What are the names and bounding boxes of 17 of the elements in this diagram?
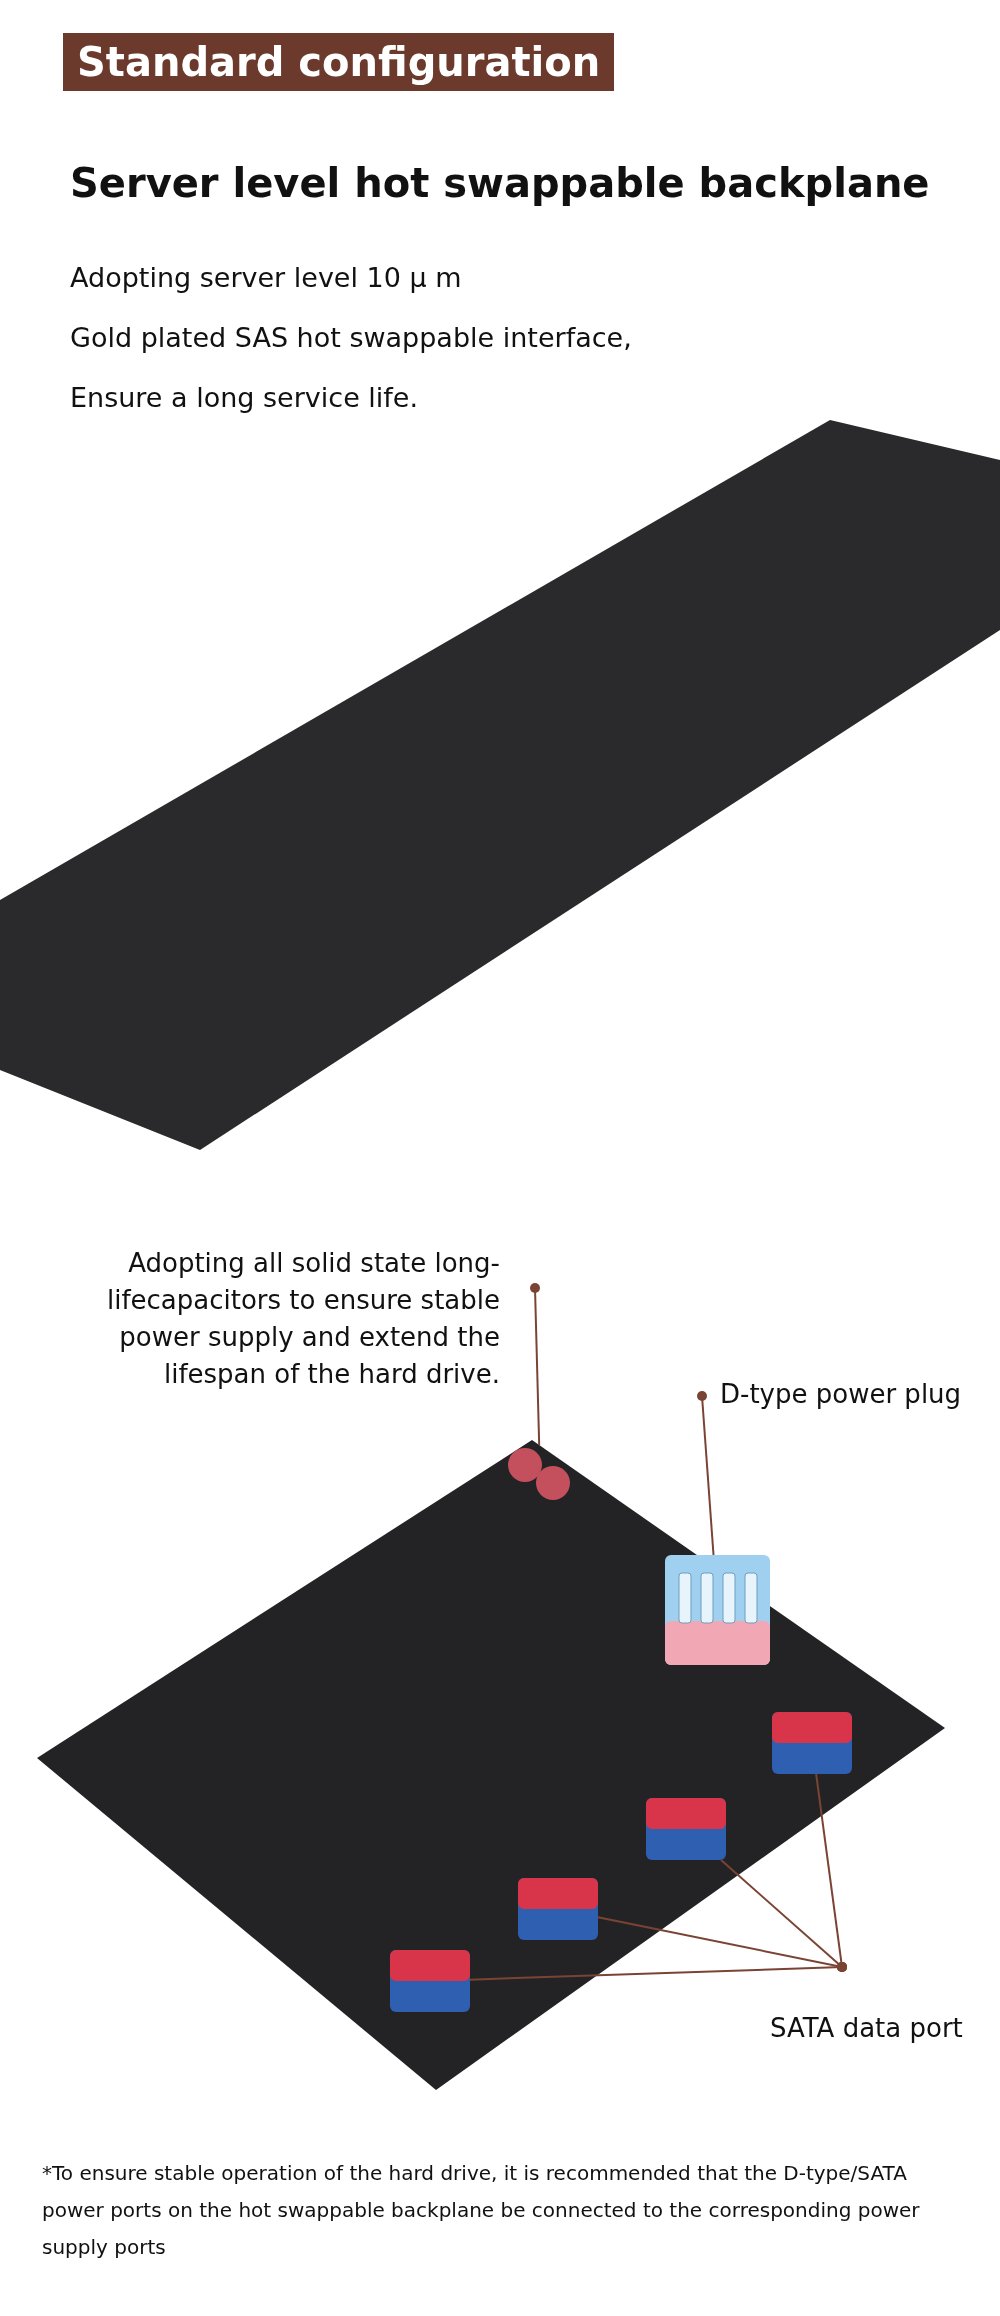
- callout-text: Adopting all solid state long-lifecapacitors to ensure stable power supply and extend the lifespan of the hard drive.: [105, 1247, 500, 1391]
- sata-port: [518, 1878, 598, 1940]
- title-banner: Standard configuration: [63, 33, 615, 91]
- body-text: Gold plated SAS hot swappable interface,: [70, 322, 632, 353]
- sata-port: [646, 1798, 726, 1860]
- leader-line: [815, 1773, 847, 1972]
- sata-port: [772, 1712, 852, 1774]
- power-plug: [665, 1555, 770, 1665]
- leader-line: [697, 1391, 715, 1556]
- heading: Server level hot swappable backplane: [70, 160, 930, 206]
- leader-line: [530, 1283, 541, 1446]
- callout-text: D-type power plug: [720, 1378, 963, 1411]
- body-text: Ensure a long service life.: [70, 382, 419, 413]
- footnote-text: *To ensure stable operation of the hard drive, it is recommended that the D-type/SATA power ports on the hot swappable backplane be connected to the corresponding power supply ports: [42, 2160, 921, 2261]
- sata-port: [390, 1950, 470, 2012]
- callout-text: SATA data port: [770, 2012, 964, 2045]
- body-text: Adopting server level 10 μ m: [70, 262, 462, 293]
